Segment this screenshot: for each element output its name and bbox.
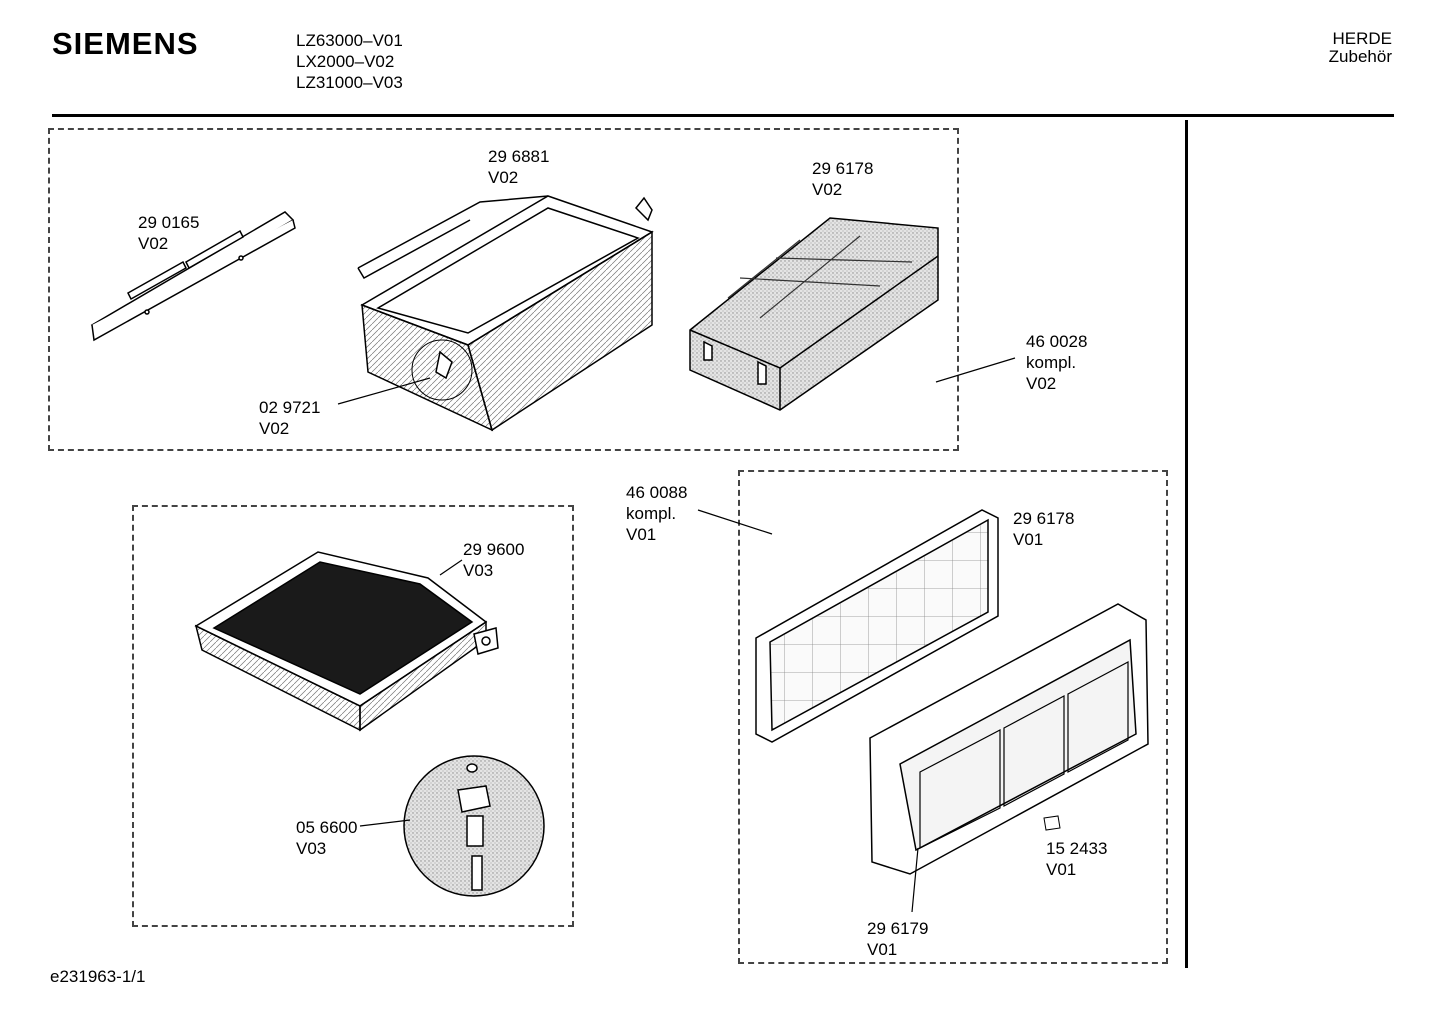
- part-variant: V03: [463, 561, 494, 580]
- part-variant: V01: [1013, 530, 1044, 549]
- part-number: 15 2433: [1046, 839, 1108, 858]
- model-list: LZ63000–V01 LX2000–V02 LZ31000–V03: [296, 30, 403, 93]
- category-title: HERDE: [1332, 29, 1392, 48]
- part-label-290165: 29 0165 V02: [138, 212, 199, 254]
- part-variant: V02: [1026, 374, 1057, 393]
- part-label-296178-v01: 29 6178 V01: [1013, 508, 1074, 550]
- part-number: 46 0028: [1026, 332, 1088, 351]
- part-label-296178-v02: 29 6178 V02: [812, 158, 873, 200]
- part-label-299600: 29 9600 V03: [463, 539, 524, 581]
- part-note: kompl.: [626, 504, 677, 523]
- part-variant: V02: [138, 234, 169, 253]
- group-v01-frame: [738, 470, 1168, 964]
- part-label-460088: 46 0088 kompl. V01: [626, 482, 687, 545]
- part-label-296881: 29 6881 V02: [488, 146, 549, 188]
- model-number: LX2000–V02: [296, 52, 395, 71]
- part-variant: V02: [812, 180, 843, 199]
- part-variant: V03: [296, 839, 327, 858]
- side-divider: [1185, 120, 1188, 968]
- part-number: 29 0165: [138, 213, 200, 232]
- carbon-filter-panel-part: [755, 509, 999, 743]
- mounting-rail-part: [90, 211, 296, 342]
- group-v02-frame: [48, 128, 959, 451]
- model-number: LZ31000–V03: [296, 73, 403, 92]
- part-label-152433: 15 2433 V01: [1046, 838, 1107, 880]
- category-block: HERDE Zubehör: [1329, 30, 1392, 66]
- part-number: 29 6179: [867, 919, 929, 938]
- subcategory-title: Zubehör: [1328, 47, 1392, 66]
- carbon-filter-pad-part: [689, 217, 939, 411]
- part-note: kompl.: [1026, 353, 1077, 372]
- filter-frame-part: [357, 195, 654, 432]
- fastener-detail-part: [403, 755, 545, 897]
- part-number: 29 6881: [488, 147, 550, 166]
- filter-housing-part: [869, 603, 1149, 875]
- part-number: 46 0088: [626, 483, 688, 502]
- part-label-460028: 46 0028 kompl. V02: [1026, 331, 1087, 394]
- part-number: 05 6600: [296, 818, 358, 837]
- part-label-029721: 02 9721 V02: [259, 397, 320, 439]
- model-number: LZ63000–V01: [296, 31, 403, 50]
- part-label-056600: 05 6600 V03: [296, 817, 357, 859]
- part-number: 29 6178: [812, 159, 874, 178]
- part-variant: V01: [867, 940, 898, 959]
- leader-lines: [337, 357, 1016, 913]
- part-label-296179: 29 6179 V01: [867, 918, 928, 960]
- part-variant: V01: [626, 525, 657, 544]
- metal-tray-part: [194, 551, 499, 732]
- part-number: 02 9721: [259, 398, 321, 417]
- part-number: 29 6178: [1013, 509, 1075, 528]
- part-variant: V01: [1046, 860, 1077, 879]
- part-variant: V02: [259, 419, 290, 438]
- group-v03-frame: [132, 505, 574, 927]
- brand-logo: SIEMENS: [52, 26, 199, 61]
- header-divider: [52, 114, 1394, 117]
- part-variant: V02: [488, 168, 519, 187]
- part-number: 29 9600: [463, 540, 525, 559]
- document-id: e231963-1/1: [50, 967, 146, 986]
